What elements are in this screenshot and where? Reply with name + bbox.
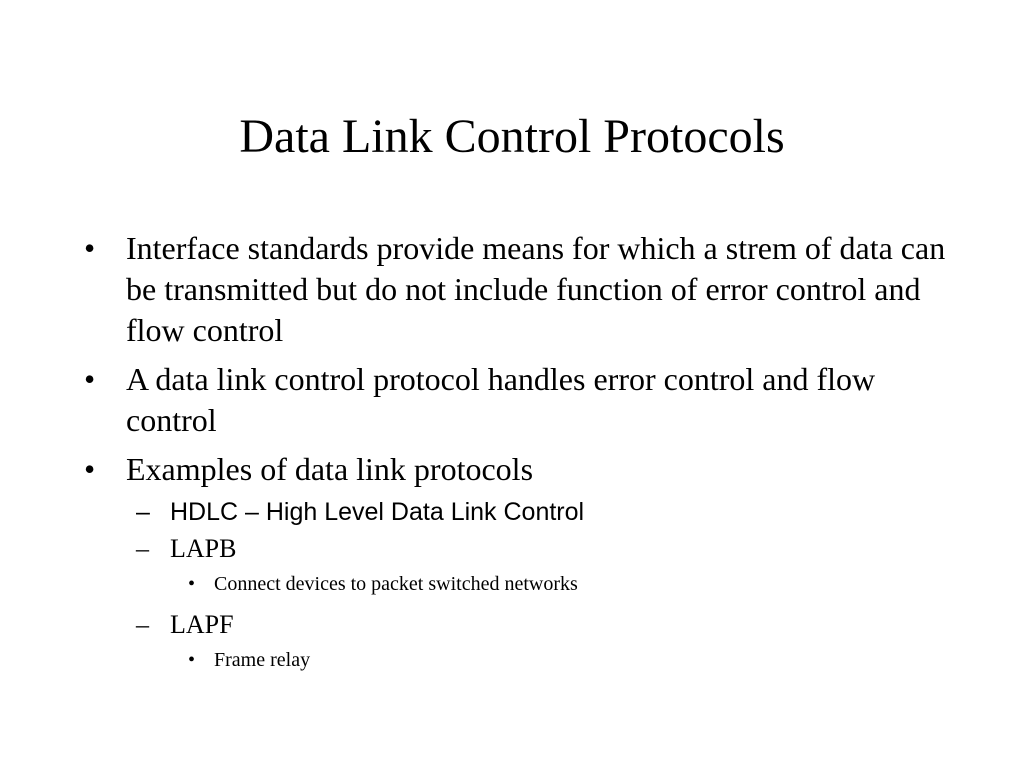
sub-bullet-item: – LAPF	[136, 608, 954, 642]
bullet-item: • Examples of data link protocols	[84, 449, 954, 490]
bullet-marker: •	[84, 230, 96, 266]
sub-bullet-item: – LAPB	[136, 532, 954, 566]
sub-bullet-text: HDLC – High Level Data Link Control	[170, 498, 585, 526]
bullet-text: Interface standards provide means for wh…	[126, 230, 946, 348]
sub-bullet-text: LAPF	[170, 610, 234, 639]
bullet-text: Examples of data link protocols	[126, 451, 534, 487]
detail-bullet-item: • Connect devices to packet switched net…	[188, 570, 954, 598]
bullet-item: • A data link control protocol handles e…	[84, 359, 954, 441]
dash-marker: –	[136, 534, 149, 563]
slide-title: Data Link Control Protocols	[239, 110, 785, 163]
detail-bullet-text: Frame relay	[214, 649, 311, 671]
bullet-list: • Interface standards provide means for …	[84, 228, 954, 684]
dash-marker: –	[136, 498, 150, 526]
bullet-marker: •	[188, 573, 196, 595]
sub-bullet-item: – HDLC – High Level Data Link Control	[136, 494, 954, 530]
bullet-marker: •	[188, 649, 196, 671]
dash-marker: –	[136, 610, 149, 639]
bullet-text: A data link control protocol handles err…	[126, 361, 876, 438]
bullet-item: • Interface standards provide means for …	[84, 228, 954, 351]
detail-bullet-item: • Frame relay	[188, 646, 954, 674]
bullet-marker: •	[84, 451, 96, 487]
bullet-marker: •	[84, 361, 96, 397]
detail-bullet-text: Connect devices to packet switched netwo…	[214, 573, 578, 595]
sub-bullet-text: LAPB	[170, 534, 237, 563]
